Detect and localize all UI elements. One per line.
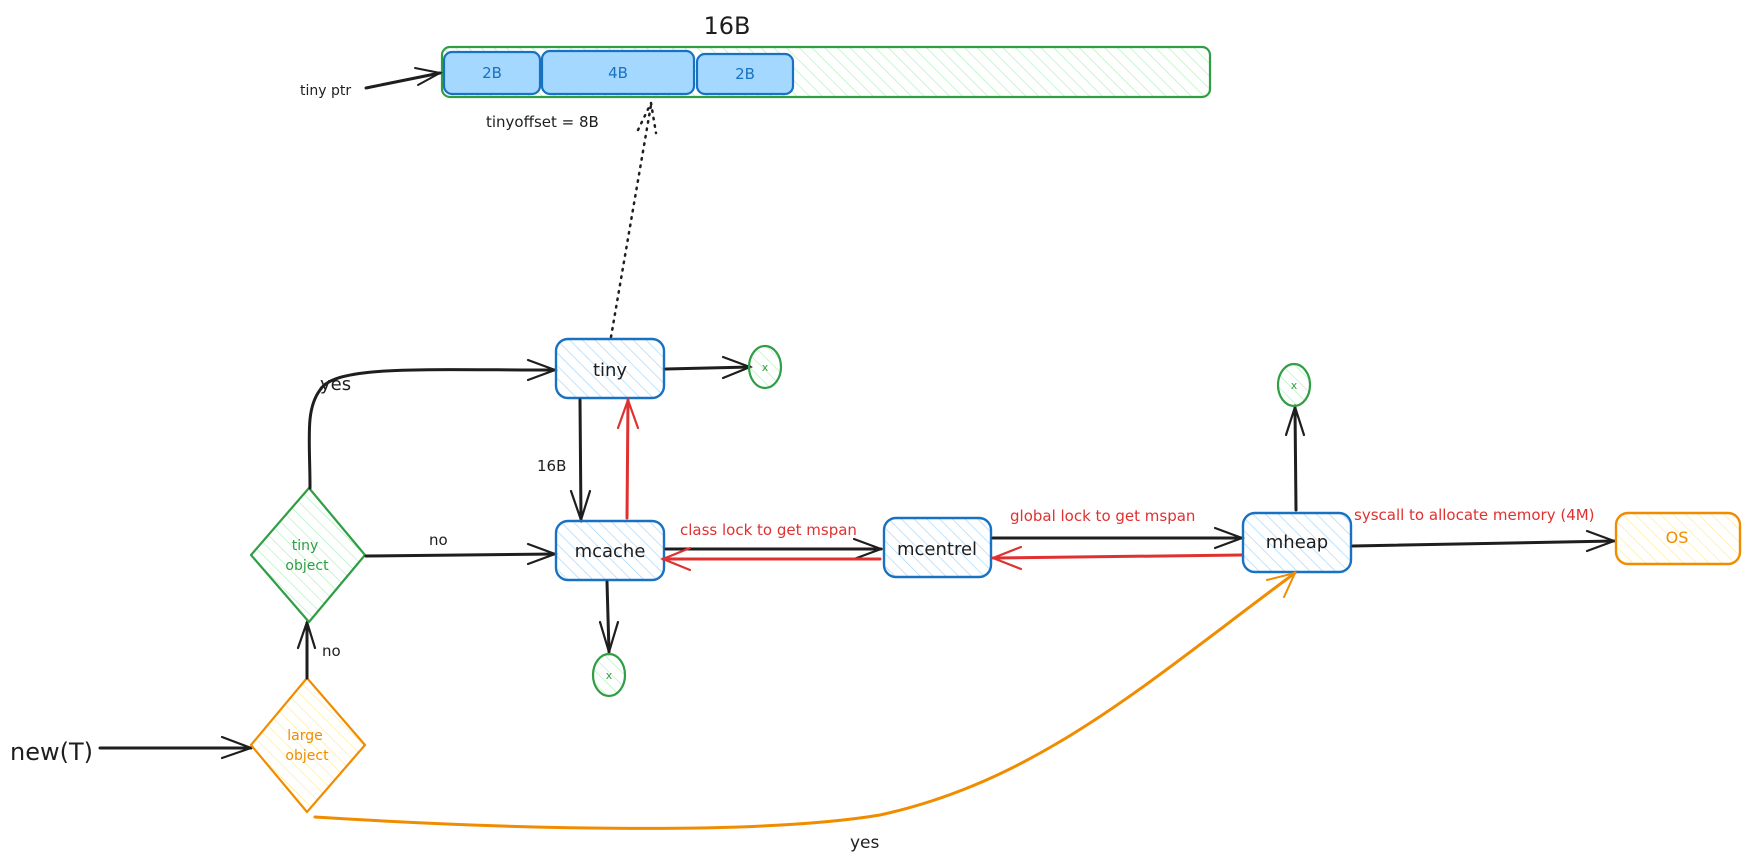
tiny-node-label: tiny	[593, 360, 627, 381]
tinyoffset-label: tinyoffset = 8B	[486, 113, 599, 131]
entry-arrow	[98, 735, 255, 760]
slot-label: 4B	[608, 64, 628, 82]
os-node[interactable]: OS	[1614, 511, 1742, 566]
mcentrel-to-mcache-arrow	[660, 546, 882, 572]
edge-label-large-yes: yes	[850, 833, 880, 853]
mheap-node-label: mheap	[1266, 532, 1328, 553]
memory-block-title: 16B	[703, 12, 750, 40]
mcache-node-label: mcache	[575, 541, 646, 562]
mheap-to-terminal-arrow	[1284, 403, 1306, 512]
mcache-to-terminal-arrow	[598, 580, 620, 656]
edge-label-16b: 16B	[537, 457, 566, 475]
large-object-line2: object	[285, 748, 329, 764]
tiny-object-line1: tiny	[292, 538, 319, 554]
large-object-line1: large	[287, 728, 322, 744]
mheap-to-mcentrel-arrow	[989, 545, 1244, 571]
memory-slot[interactable]: 2B	[695, 52, 795, 96]
mcache-to-tiny-arrow	[616, 396, 640, 520]
slot-label: 2B	[735, 65, 755, 83]
memory-slot[interactable]: 4B	[540, 49, 696, 96]
mheap-terminal-label: x	[1291, 379, 1298, 392]
memory-slot[interactable]: 2B	[442, 50, 542, 96]
mheap-node[interactable]: mheap	[1241, 511, 1353, 574]
edge-label-tiny-no: no	[429, 531, 448, 549]
large-yes-arrow	[313, 571, 1297, 830]
mheap-terminal[interactable]: x	[1276, 362, 1312, 408]
tinyoffset-pointer-arrow	[609, 98, 658, 339]
tiny-terminal-label: x	[762, 361, 769, 374]
tiny-to-mcache-arrow	[569, 398, 592, 524]
large-to-tiny-arrow	[296, 618, 317, 680]
mcache-to-mcentrel-arrow	[664, 537, 885, 561]
os-node-label: OS	[1666, 528, 1689, 547]
mcache-terminal[interactable]: x	[591, 652, 627, 698]
slot-label: 2B	[482, 64, 502, 82]
entry-label: new(T)	[10, 738, 93, 766]
mcentrel-to-mheap-arrow	[991, 526, 1246, 550]
mcache-terminal-label: x	[606, 669, 613, 682]
tiny-to-terminal-arrow	[664, 355, 754, 380]
large-object-decision[interactable]: large object	[249, 676, 367, 814]
tiny-ptr-arrow	[364, 67, 443, 90]
edge-label-global-lock: global lock to get mspan	[1010, 507, 1195, 525]
tiny-object-line2: object	[285, 558, 329, 574]
tiny-node[interactable]: tiny	[554, 337, 666, 400]
edge-label-syscall: syscall to allocate memory (4M)	[1354, 506, 1595, 524]
tiny-no-arrow	[364, 542, 559, 566]
mheap-to-os-arrow	[1351, 529, 1618, 553]
tiny-object-decision[interactable]: tiny object	[249, 486, 367, 624]
edge-label-large-no: no	[322, 642, 341, 660]
edge-label-tiny-yes: yes	[320, 374, 351, 395]
mcentrel-node-label: mcentrel	[897, 539, 977, 560]
edge-label-class-lock: class lock to get mspan	[680, 521, 857, 539]
mcentrel-node[interactable]: mcentrel	[882, 516, 993, 579]
tiny-terminal[interactable]: x	[747, 344, 783, 390]
mcache-node[interactable]: mcache	[554, 519, 666, 582]
tiny-ptr-label: tiny ptr	[300, 83, 351, 99]
